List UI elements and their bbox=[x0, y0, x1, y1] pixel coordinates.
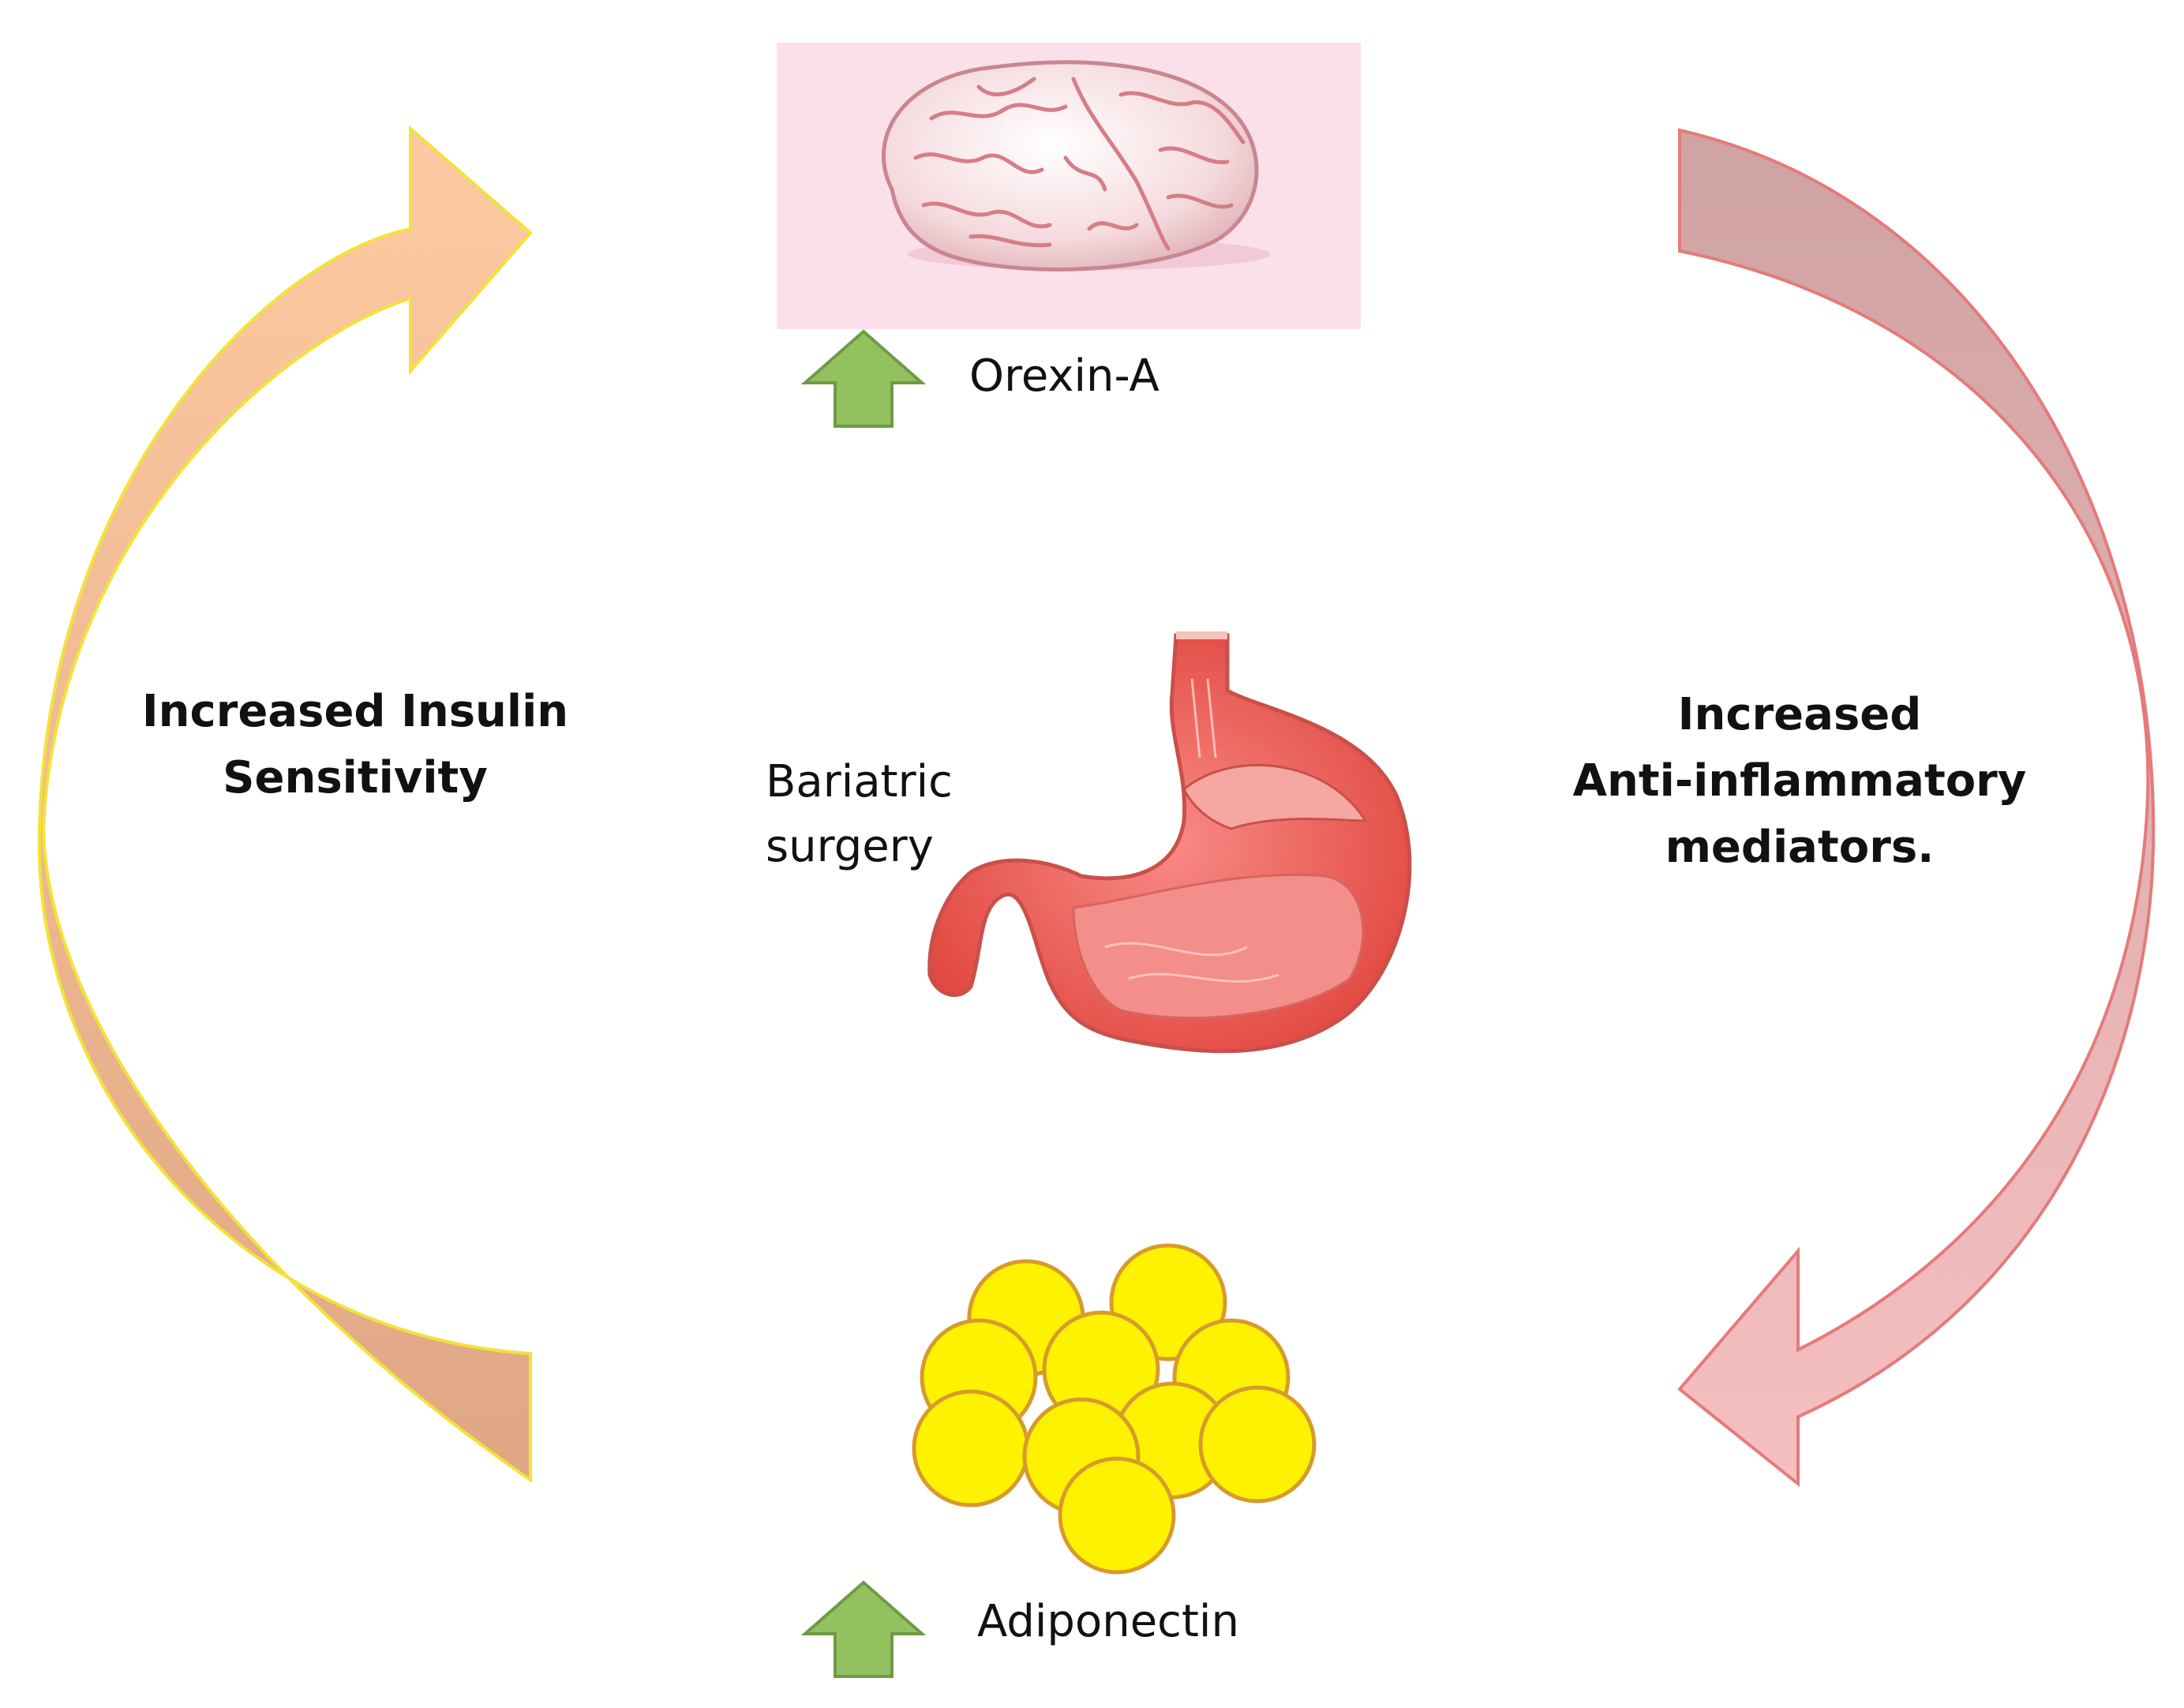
bariatric-label-line1: Bariatric bbox=[766, 756, 953, 807]
brain-illustration bbox=[777, 43, 1361, 329]
orexin-increase-arrow-icon bbox=[800, 329, 927, 428]
adipocyte-cluster bbox=[912, 1243, 1317, 1575]
insulin-sensitivity-label: Increased Insulin Sensitivity bbox=[118, 679, 592, 811]
anti-inflammatory-label-line3: mediators. bbox=[1665, 822, 1935, 873]
left-cycle-arrow bbox=[37, 125, 533, 1483]
fat-cell bbox=[912, 1389, 1030, 1508]
anti-inflammatory-label-line1: Increased bbox=[1677, 689, 1922, 740]
insulin-label-line1: Increased Insulin bbox=[141, 686, 569, 737]
adiponectin-increase-arrow-icon bbox=[800, 1580, 927, 1678]
stomach-illustration bbox=[927, 631, 1412, 1054]
insulin-label-line2: Sensitivity bbox=[223, 752, 488, 803]
fat-cell bbox=[1058, 1456, 1176, 1575]
bariatric-surgery-label: Bariatric surgery bbox=[766, 750, 953, 879]
anti-inflammatory-label: Increased Anti-inflammatory mediators. bbox=[1555, 682, 2044, 881]
adiponectin-label: Adiponectin bbox=[977, 1596, 1239, 1647]
fat-cell bbox=[1198, 1385, 1317, 1504]
bariatric-label-line2: surgery bbox=[766, 821, 934, 872]
orexin-a-label: Orexin-A bbox=[969, 350, 1159, 402]
anti-inflammatory-label-line2: Anti-inflammatory bbox=[1572, 755, 2027, 807]
right-cycle-arrow bbox=[1677, 128, 2156, 1488]
